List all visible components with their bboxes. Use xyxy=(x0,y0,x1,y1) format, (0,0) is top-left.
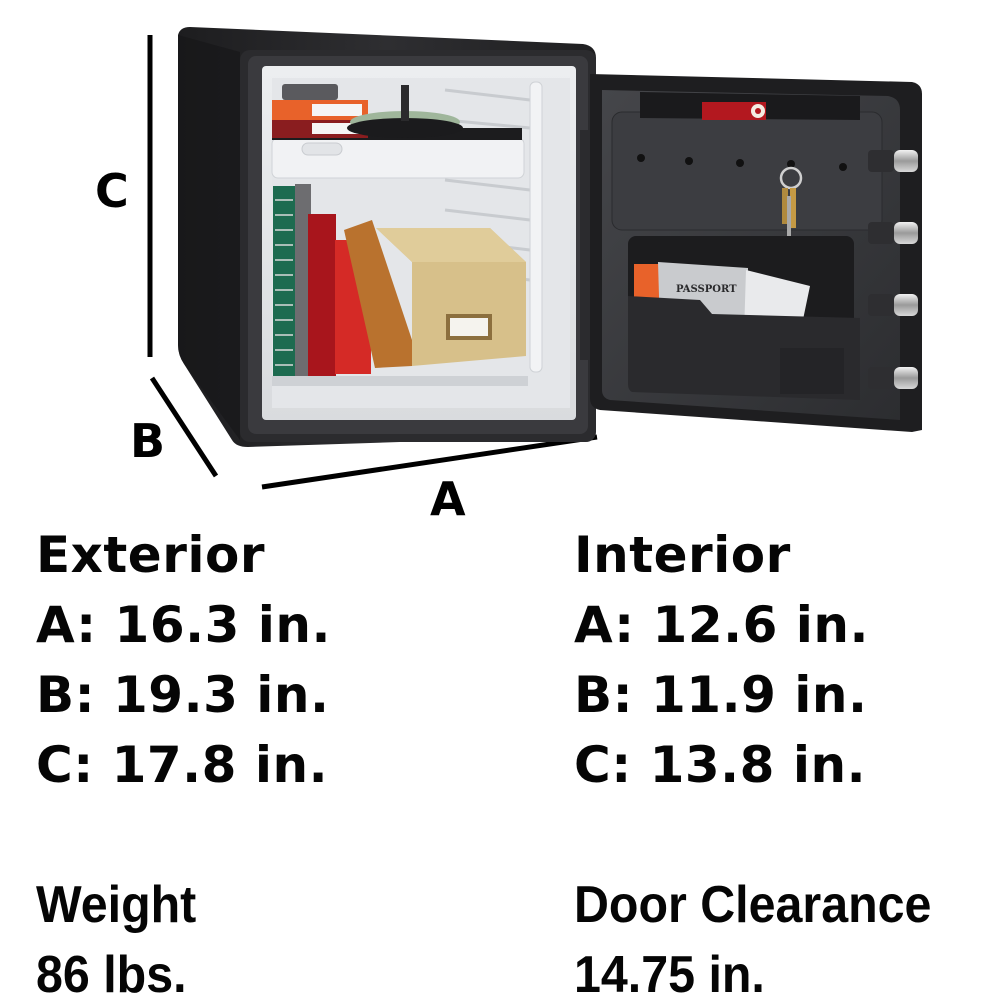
door-clearance-heading: Door Clearance xyxy=(574,876,932,934)
spacer xyxy=(36,800,331,870)
exterior-c: C: 17.8 in. xyxy=(36,736,329,794)
interior-heading: Interior xyxy=(574,526,791,584)
interior-specs: Interior A: 12.6 in. B: 11.9 in. C: 13.8… xyxy=(574,520,958,1000)
dimension-label-b: B xyxy=(130,414,166,468)
safe-image: PASSPORT xyxy=(147,27,922,490)
dimension-line-b xyxy=(149,376,219,478)
spacer xyxy=(574,800,958,870)
notebook-green xyxy=(273,186,295,378)
locking-bolts xyxy=(868,150,918,389)
safe-door: PASSPORT xyxy=(590,74,922,432)
specifications: Exterior A: 16.3 in. B: 19.3 in. C: 17.8… xyxy=(0,520,1000,1000)
exterior-heading: Exterior xyxy=(36,526,266,584)
exterior-a: A: 16.3 in. xyxy=(36,596,332,654)
red-tag xyxy=(702,102,766,120)
weight-value: 86 lbs. xyxy=(36,946,187,1000)
safe-illustration: PASSPORT C B A xyxy=(95,27,922,526)
passport-label: PASSPORT xyxy=(676,284,737,295)
dimension-label-a: A xyxy=(430,472,466,526)
exterior-specs: Exterior A: 16.3 in. B: 19.3 in. C: 17.8… xyxy=(36,520,331,1000)
safe-body xyxy=(178,27,596,447)
interior-c: C: 13.8 in. xyxy=(574,736,867,794)
notebook-gray xyxy=(295,184,311,378)
interior-a: A: 12.6 in. xyxy=(574,596,870,654)
door-clearance-value: 14.75 in. xyxy=(574,946,765,1000)
dimension-label-c: C xyxy=(95,164,129,218)
binder-dark-red xyxy=(308,214,336,376)
dimension-line-a xyxy=(261,434,598,490)
usb-drive xyxy=(282,84,338,100)
accordion-file xyxy=(344,220,412,368)
interior-b: B: 11.9 in. xyxy=(574,666,868,724)
weight-heading: Weight xyxy=(36,876,197,934)
exterior-b: B: 19.3 in. xyxy=(36,666,330,724)
